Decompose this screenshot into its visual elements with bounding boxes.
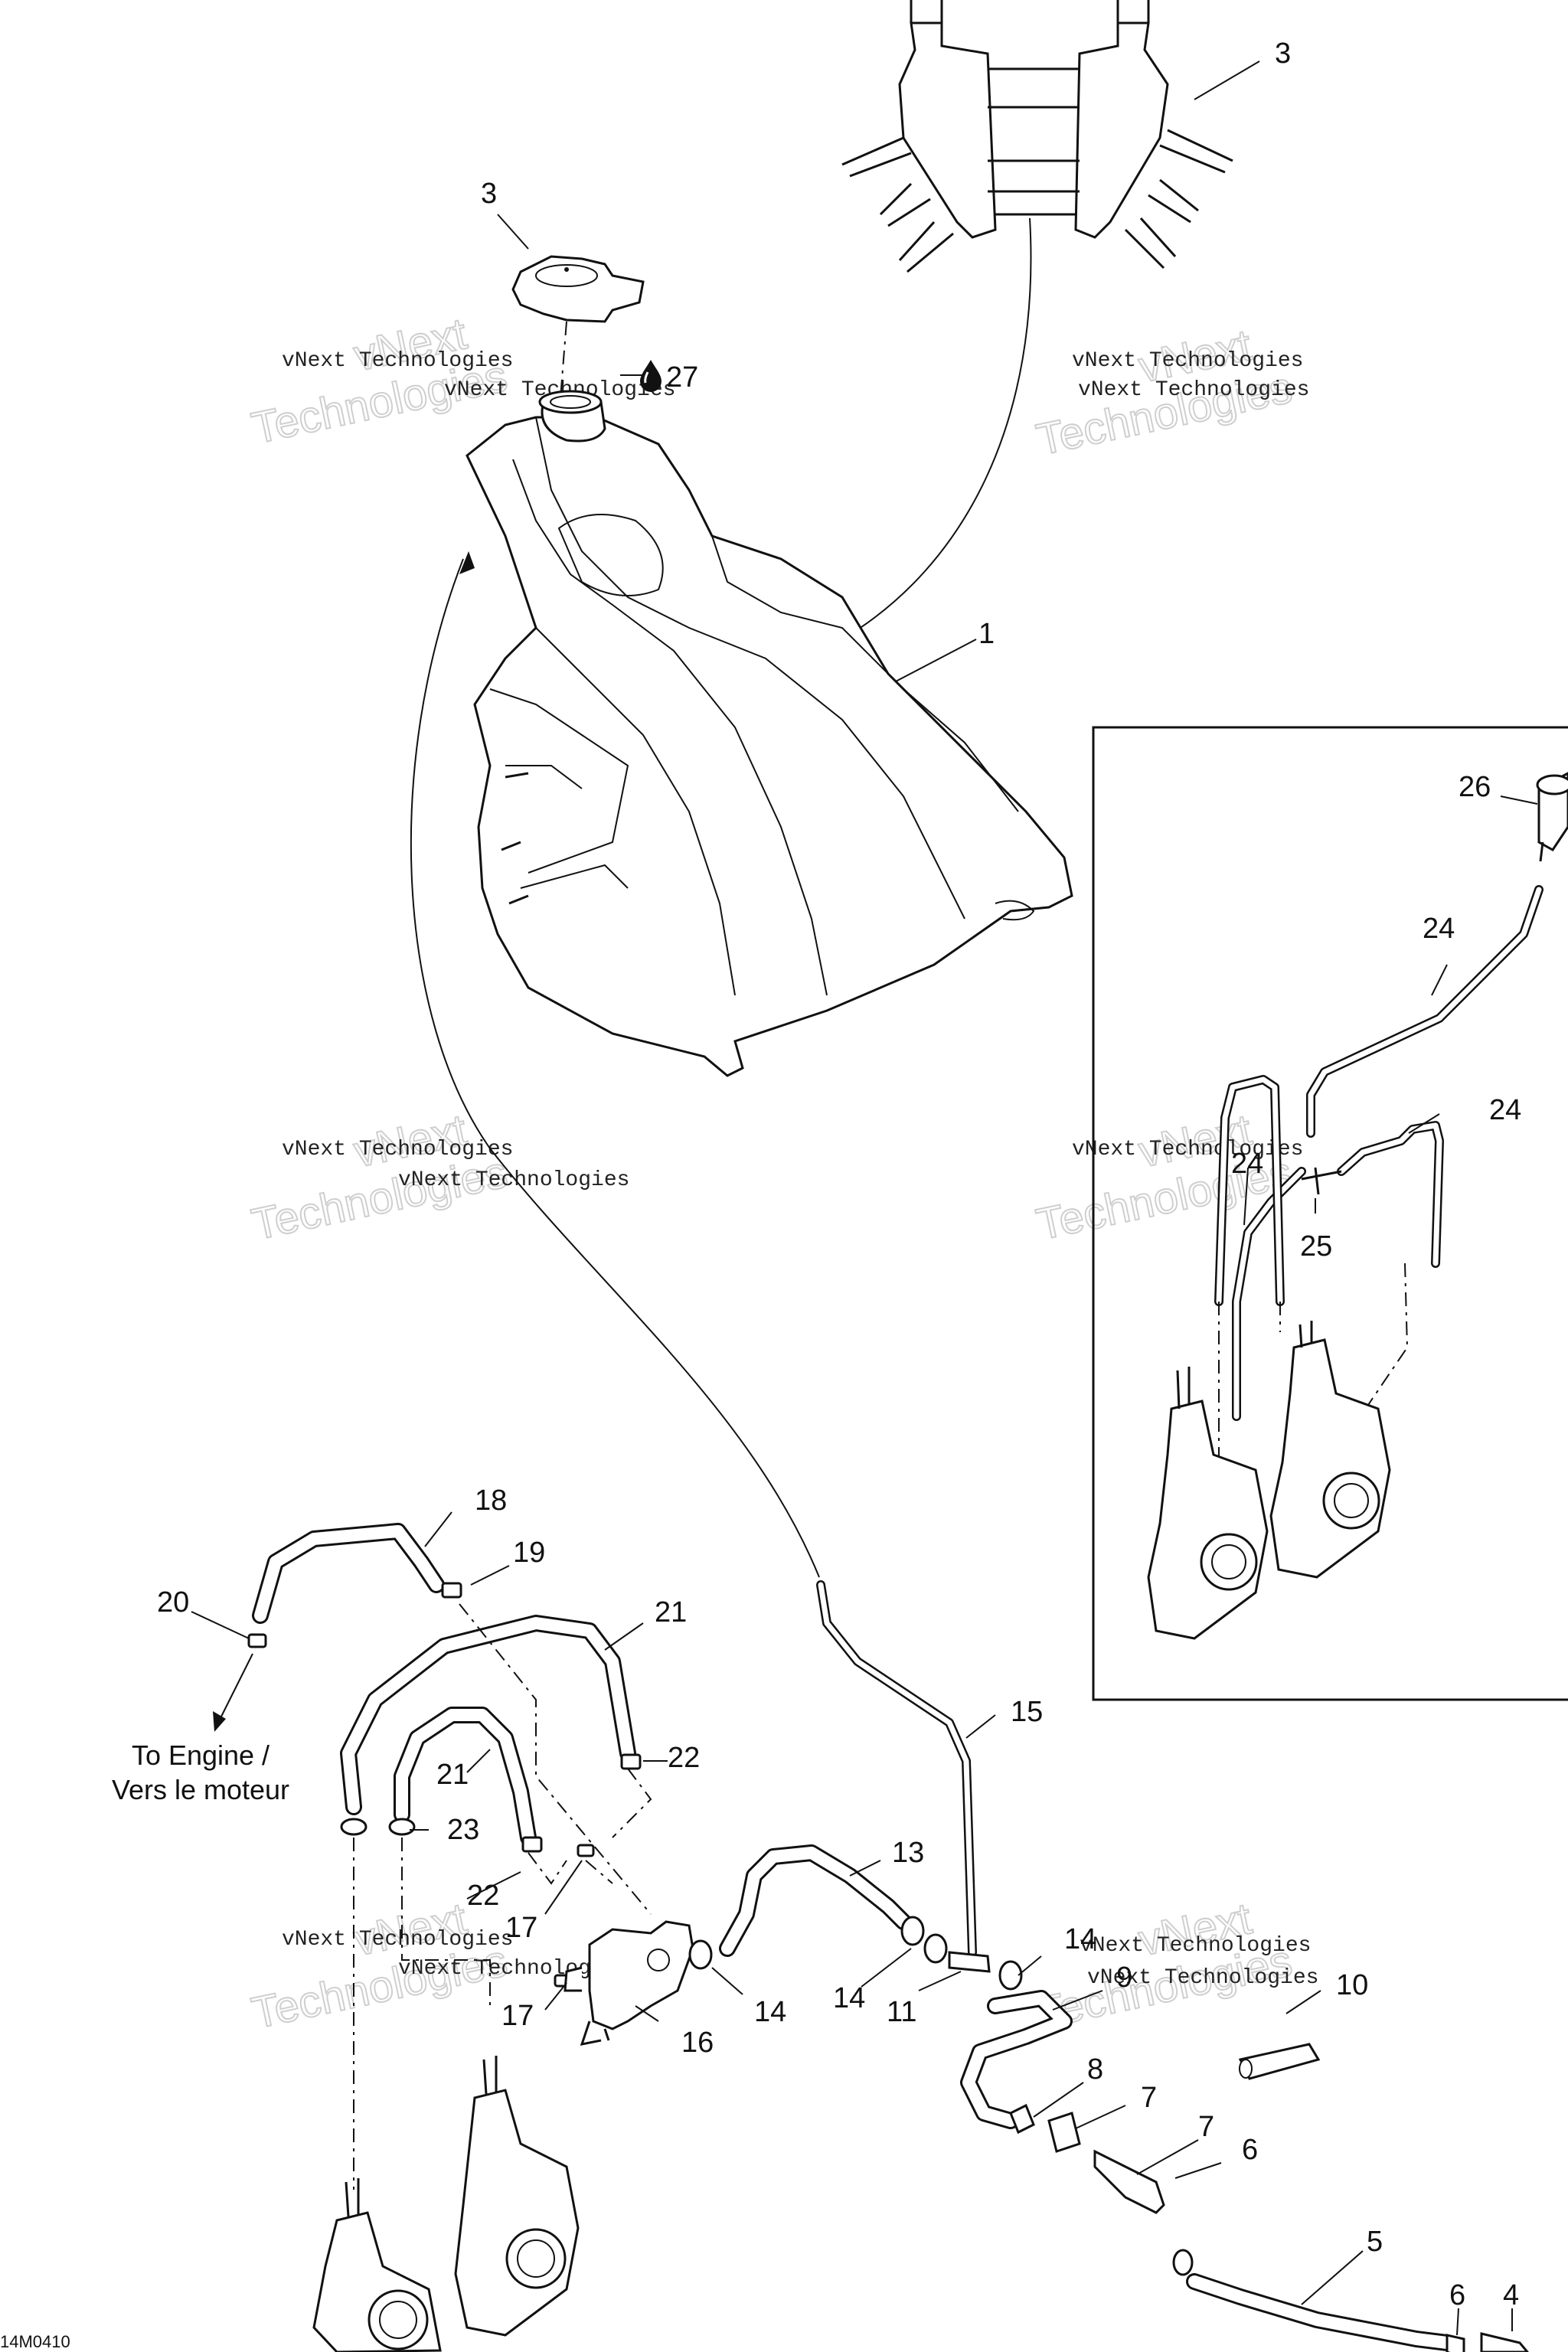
clamp-23-left [340, 1818, 368, 1836]
callout-6-upper: 6 [1242, 2134, 1258, 2166]
callout-24-upper: 24 [1423, 913, 1455, 945]
watermark-text-3: vNext Technologies [282, 1138, 513, 1161]
callout-3: 3 [481, 178, 497, 210]
callout-27: 27 [666, 361, 698, 394]
carburetor-left [312, 2178, 442, 2352]
callout-18: 18 [475, 1485, 507, 1517]
callout-21-lower: 21 [436, 1759, 469, 1791]
fitting-17-upper [577, 1844, 595, 1857]
watermark-text-6: vNext Technologies [1080, 1934, 1311, 1958]
svg-text:vNext Technologies: vNext Technologies [1078, 378, 1309, 402]
callout-22-lower: 22 [467, 1880, 499, 1912]
watermark-2: vNext Technologies [1031, 319, 1297, 466]
callout-24-left: 24 [1231, 1148, 1263, 1180]
callout-17-upper: 17 [505, 1912, 537, 1944]
tank-arrow-head [459, 551, 475, 574]
fuel-filter [1536, 772, 1568, 862]
carburetor-right [454, 2056, 580, 2337]
leader-lines [191, 60, 1538, 2336]
callout-16: 16 [681, 2027, 714, 2059]
callout-11: 10 [1336, 1969, 1368, 2001]
callout-19: 19 [513, 1537, 545, 1569]
engine-arrow-head [213, 1711, 226, 1732]
callout-12: 11 [887, 1996, 916, 2028]
tank-return-line [410, 558, 820, 1578]
oil-drop-icon [640, 360, 662, 392]
callout-15: 15 [1011, 1696, 1043, 1728]
clamp-23-right [388, 1818, 416, 1836]
callout-6-lower: 6 [1449, 2279, 1465, 2311]
callout-25: 25 [1300, 1230, 1332, 1263]
inset-panel [1092, 726, 1568, 1701]
clamp-14-left [900, 1916, 925, 1946]
callout-14-right: 14 [1064, 1923, 1096, 1955]
fuel-tank [466, 390, 1073, 1077]
engine-arrow [217, 1653, 253, 1723]
fitting-4 [1480, 2332, 1529, 2352]
callout-17-lower: 17 [501, 2000, 534, 2032]
callout-22-upper: 22 [668, 1742, 700, 1774]
fuel-cap [511, 255, 645, 323]
callout-7: 7 [1198, 2111, 1214, 2143]
watermark-text-2: vNext Technologies [1072, 349, 1303, 373]
fuel-valve [564, 1920, 713, 2046]
callout-21-upper: 21 [655, 1596, 687, 1628]
callout-23: 23 [447, 1814, 479, 1846]
guide-lines-lower-left [353, 1603, 652, 2190]
callout-5: 5 [1367, 2226, 1383, 2258]
clamp-19 [441, 1582, 462, 1599]
callout-13: 13 [892, 1837, 924, 1869]
watermark-text-1: vNext Technologies [282, 349, 513, 373]
watermark-text-5: vNext Technologies [282, 1928, 513, 1952]
clamp-9 [1009, 2103, 1035, 2135]
clamp-20 [247, 1633, 267, 1648]
callout-14-left: 14 [754, 1996, 786, 2028]
callout-8: 7 [1141, 2082, 1157, 2114]
connectors [900, 1916, 1529, 2352]
figure-code: 14M0410 [0, 2332, 70, 2351]
clamp-6-upper [1172, 2249, 1194, 2276]
watermark-text-4: vNext Technologies [1072, 1138, 1303, 1161]
engine-note-line2: Vers le moteur [112, 1774, 289, 1805]
callout-14-mid: 14 [833, 1982, 865, 2014]
inset-carburetor-right [1269, 1321, 1391, 1579]
callout-10: 9 [1116, 1962, 1132, 1994]
clamp-14-right [998, 1960, 1023, 1991]
svg-text:vNext Technologies: vNext Technologies [398, 1168, 629, 1192]
fitting-7 [1093, 2149, 1165, 2214]
svg-text:vNext Technologies: vNext Technologies [1087, 1966, 1318, 1990]
clamp-22-upper [620, 1753, 642, 1770]
grommet-8 [1047, 2112, 1081, 2153]
strap-arrow-line [841, 217, 1032, 640]
hose-11 [1238, 2043, 1321, 2080]
clamp-22-lower [521, 1836, 543, 1853]
callout-numbers: 3 3 1 27 26 24 24 24 25 18 19 20 21 21 2… [157, 38, 1521, 2311]
inset-carburetor-left [1147, 1367, 1269, 1640]
callout-26: 26 [1459, 771, 1491, 803]
callout-24-right: 24 [1489, 1094, 1521, 1126]
callout-4: 4 [1503, 2279, 1519, 2311]
callout-2: 3 [1275, 38, 1291, 70]
callout-20: 20 [157, 1586, 189, 1619]
tee-12 [948, 1951, 991, 1973]
clamp-6-lower [1446, 2334, 1465, 2352]
clamp-14-mid [923, 1933, 948, 1964]
callout-9: 8 [1087, 2053, 1103, 2086]
engine-note-line1: To Engine / [132, 1740, 270, 1771]
tank-strap [841, 0, 1233, 273]
callout-1: 1 [978, 618, 995, 650]
